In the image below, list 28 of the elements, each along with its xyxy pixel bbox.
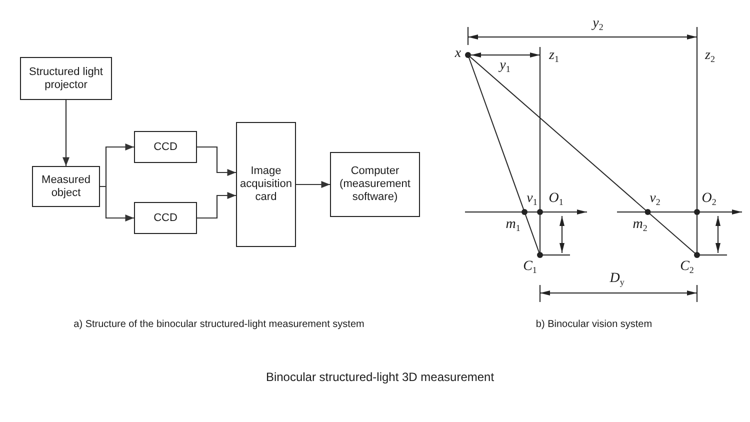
axis-label: z$_{1}$ (549, 48, 559, 64)
dimension-label: y$_{1}$ (500, 58, 510, 74)
figure-caption: Binocular structured-light 3D measurement (266, 370, 494, 384)
subfigure-caption: a) Structure of the binocular structured-light measurement system (74, 319, 364, 331)
axis-label: z$_{2}$ (705, 48, 715, 64)
arrow (100, 186, 134, 222)
point-label: m$_{1}$ (506, 217, 520, 233)
arrow (197, 146, 236, 176)
arrow (197, 192, 236, 219)
point-label: m$_{2}$ (632, 217, 648, 233)
dimension-label: D$_{y}$ (610, 271, 624, 287)
process-box: Structured light projector (20, 57, 112, 100)
dimension-label: y$_{2}$ (592, 16, 604, 32)
point-label: C$_{2}$ (680, 259, 694, 275)
point-label: C$_{1}$ (523, 259, 537, 275)
process-box: CCD (134, 202, 197, 234)
point-label: v$_{2}$ (650, 191, 660, 207)
subfigure-caption: b) Binocular vision system (536, 319, 652, 331)
process-box: Measured object (32, 166, 100, 207)
point-label: v$_{1}$ (526, 191, 538, 207)
process-box: CCD (134, 131, 197, 163)
process-box: Image acquisition card (236, 122, 296, 247)
process-box: Computer (measurement software) (330, 152, 420, 217)
point-label: x (454, 46, 462, 62)
point-label: O$_{2}$ (702, 191, 716, 207)
point-label: O$_{1}$ (548, 191, 564, 207)
arrow (62, 100, 70, 166)
arrow (296, 181, 330, 188)
